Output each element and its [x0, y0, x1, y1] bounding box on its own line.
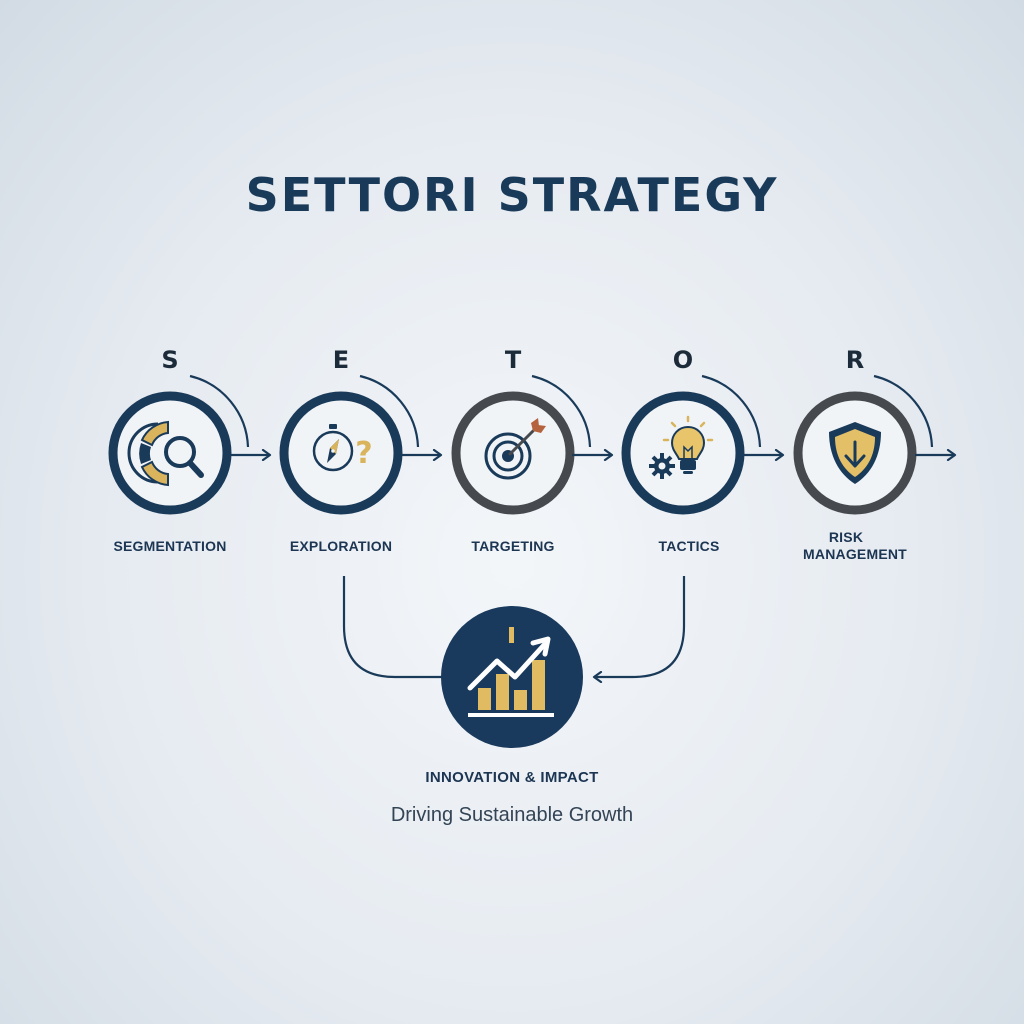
step-node-targeting	[451, 374, 592, 515]
outcome-title: INNOVATION & IMPACT	[425, 769, 599, 786]
segmentation-magnifier-icon	[127, 420, 204, 487]
step-label-risk-line2: MANAGEMENT	[803, 546, 907, 562]
step-letter-t: T	[504, 346, 522, 374]
gear-lightbulb-icon	[649, 415, 714, 479]
step-label-exploration: EXPLORATION	[289, 538, 393, 554]
outcome-node	[441, 606, 583, 748]
step-letter-o: O	[672, 346, 694, 374]
step-node-risk-management	[793, 374, 934, 515]
connector-exploration-to-outcome	[342, 576, 442, 679]
arc-connector	[359, 374, 420, 448]
step-label-risk-line1: RISK	[828, 529, 864, 545]
step-node-tactics	[621, 374, 762, 515]
step-letter-s: S	[161, 346, 179, 374]
step-letter-r: R	[845, 346, 865, 374]
step-label-risk-management: RISK MANAGEMENT	[765, 529, 945, 563]
step-letter-e: E	[332, 346, 350, 374]
arc-connector	[701, 374, 762, 448]
step-label-segmentation: SEGMENTATION	[113, 538, 227, 554]
arc-connector	[873, 374, 934, 448]
step-label-tactics: TACTICS	[658, 538, 720, 554]
growth-chart-icon	[467, 627, 554, 717]
compass-question-icon: ?	[312, 424, 373, 472]
step-node-exploration: ?	[279, 374, 420, 515]
target-arrow-icon	[484, 418, 546, 480]
step-ring	[279, 391, 403, 515]
step-label-targeting: TARGETING	[471, 538, 555, 554]
outcome-subtitle: Driving Sustainable Growth	[390, 804, 634, 826]
page-title: SETTORI STRATEGY	[245, 168, 779, 222]
arc-connector	[531, 374, 592, 448]
step-node-segmentation	[108, 374, 250, 515]
connector-tactics-to-outcome	[594, 576, 686, 677]
svg-text:?: ?	[355, 436, 372, 471]
shield-download-icon	[829, 422, 881, 484]
arc-connector	[189, 374, 250, 448]
